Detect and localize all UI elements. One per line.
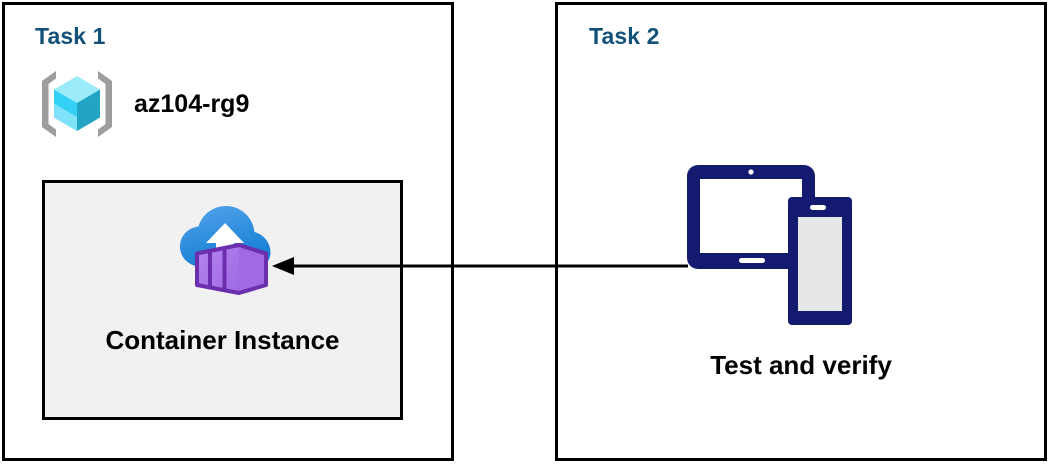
panel-title-task-1: Task 1 (35, 23, 106, 49)
resource-group-row: az104-rg9 (36, 63, 249, 145)
panel-task-1: Task 1 az104-rg9 (2, 2, 454, 461)
tablet-and-phone-icon (687, 165, 852, 325)
test-and-verify-label: Test and verify (710, 350, 892, 380)
azure-container-instance-icon (179, 206, 270, 295)
azure-resource-group-icon (42, 71, 112, 137)
container-instance-label: Container Instance (105, 325, 340, 355)
resource-group-label: az104-rg9 (134, 89, 250, 118)
container-instance-box: Container Instance (42, 180, 403, 420)
panel-title-task-2: Task 2 (589, 23, 660, 49)
